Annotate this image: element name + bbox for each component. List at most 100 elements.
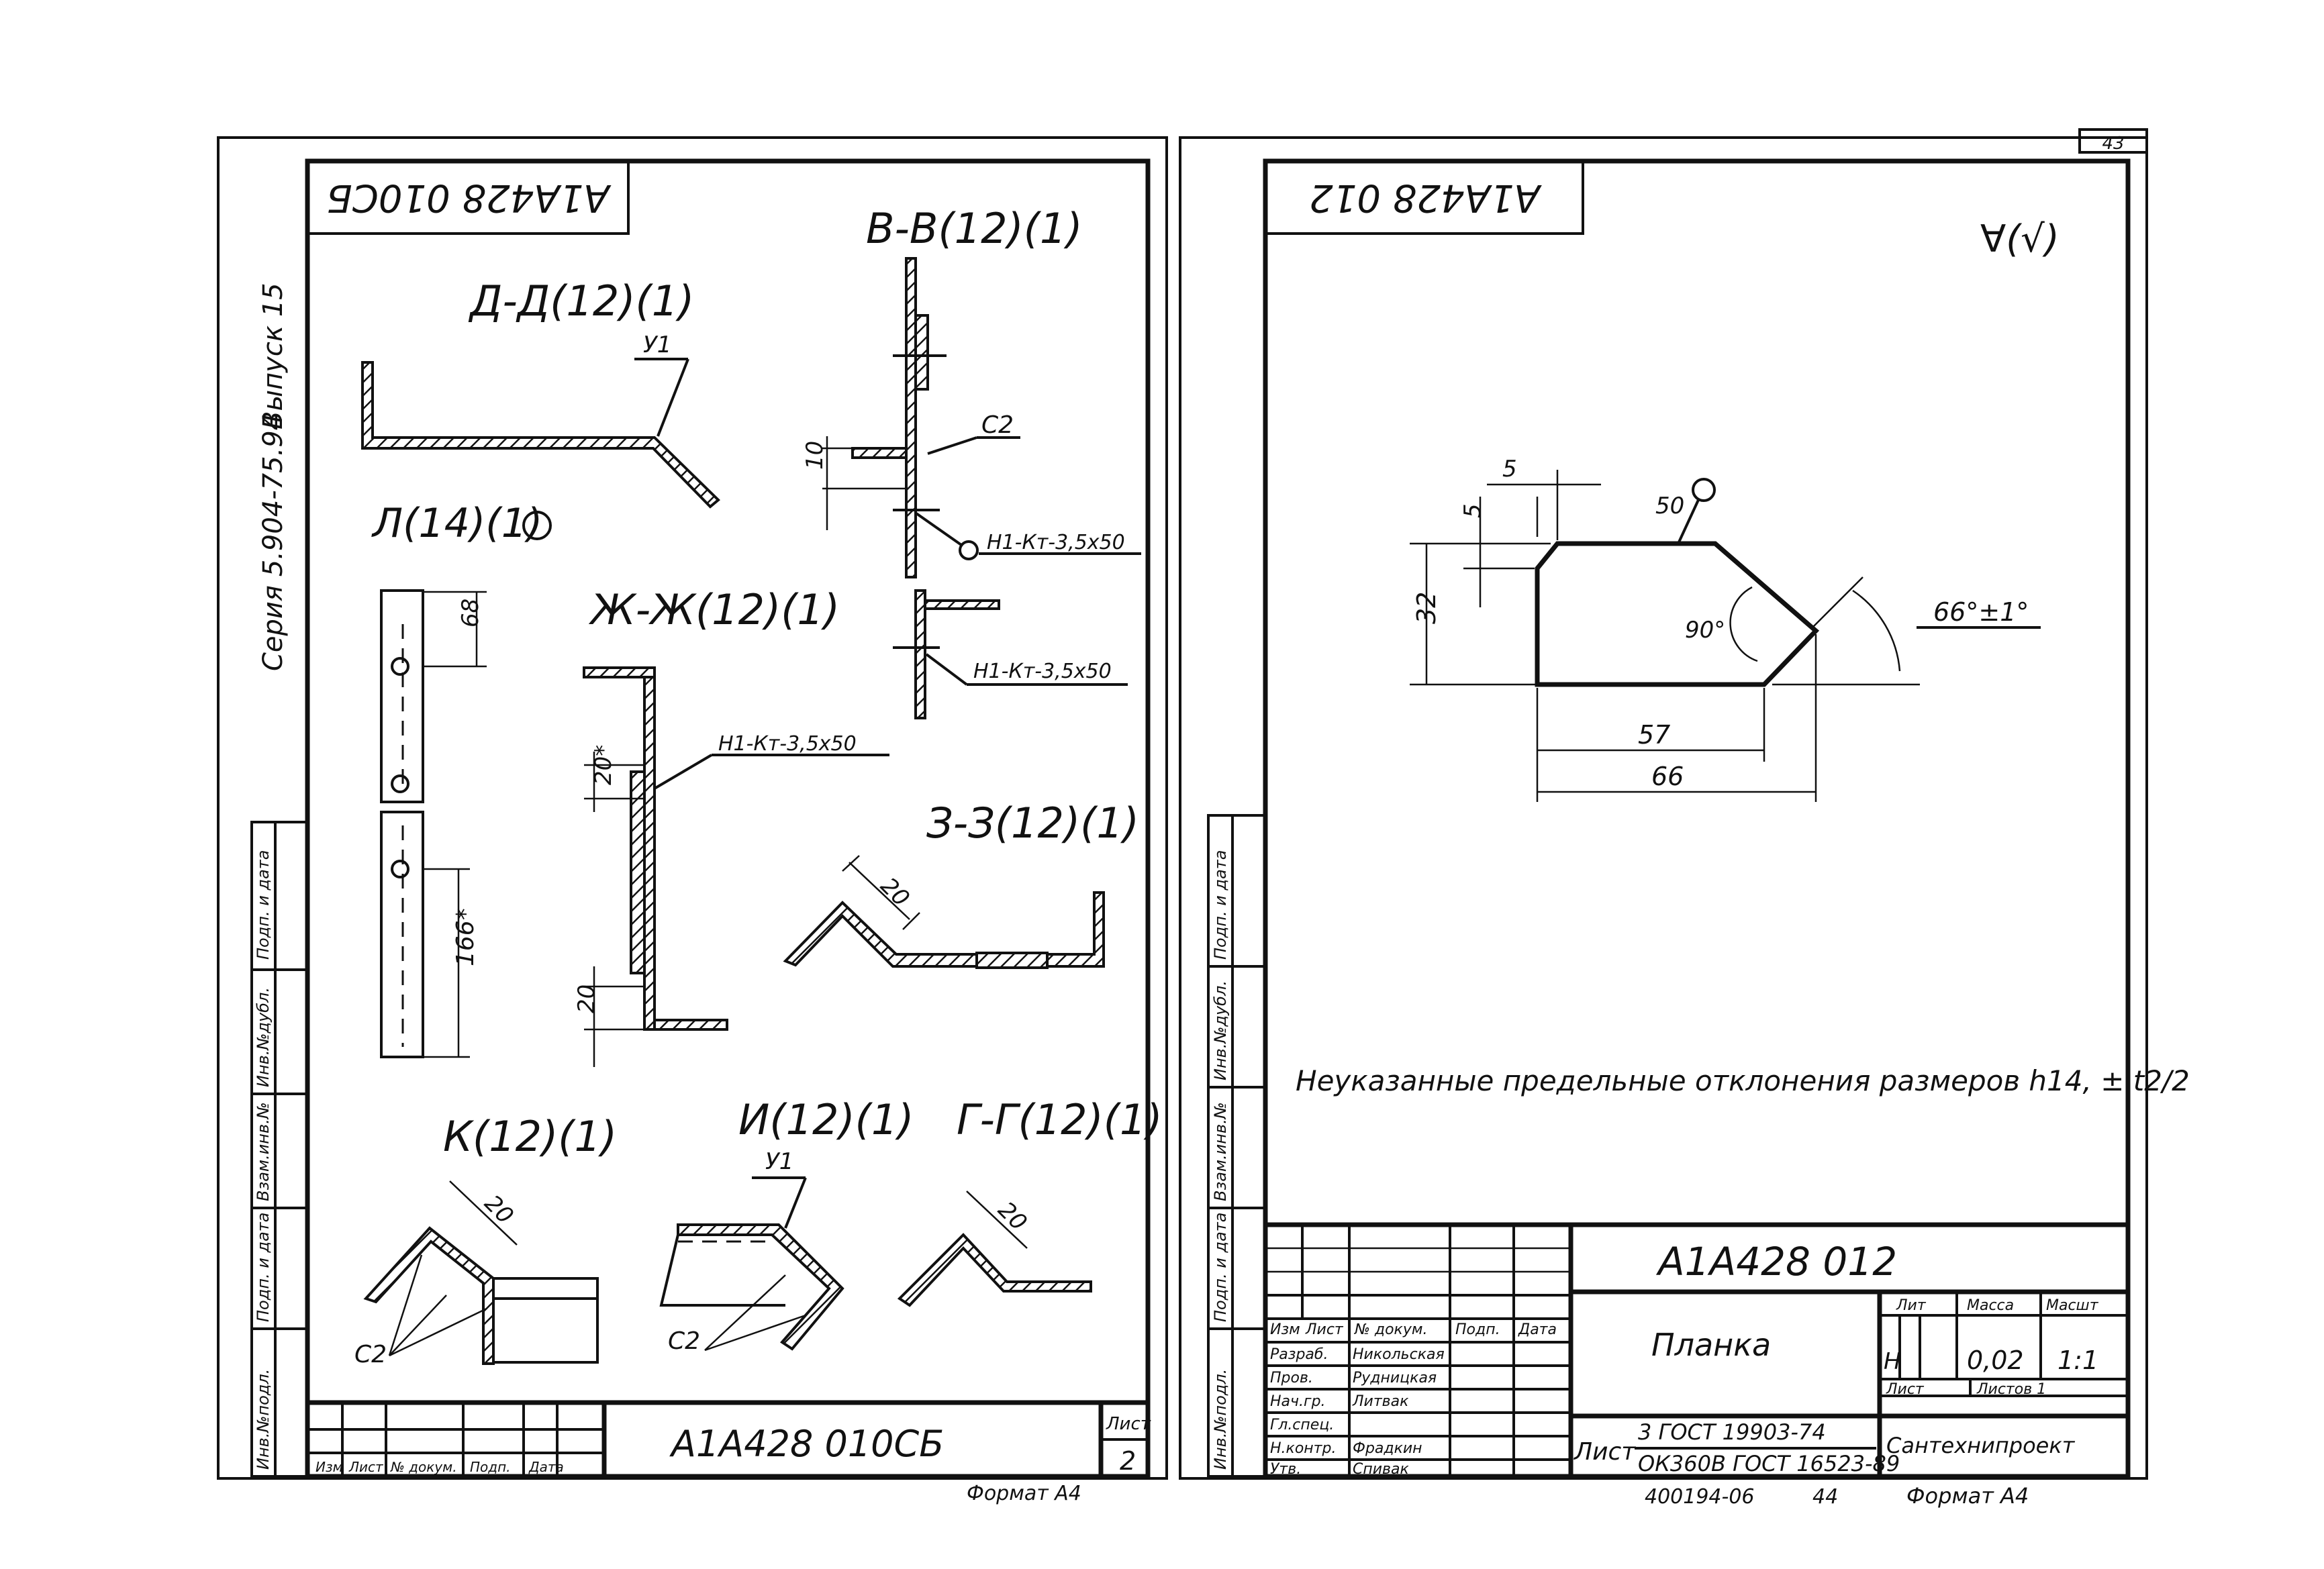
right-col-date: Дата bbox=[1518, 1321, 1557, 1338]
dd-u1-label: У1 bbox=[643, 332, 671, 358]
right-col-list: Лист bbox=[1305, 1321, 1344, 1338]
right-title-block: Изм Лист № докум. Подп. Дата Разраб. Ник… bbox=[1263, 1222, 2131, 1479]
right-designation: А1А428 012 bbox=[1655, 1239, 1897, 1284]
sheet-label: Лист bbox=[1886, 1381, 1925, 1398]
role-3: Нач.гр. bbox=[1270, 1393, 1326, 1410]
part-name: Планка bbox=[1651, 1327, 1771, 1363]
left-col-list: Лист bbox=[348, 1459, 384, 1475]
right-side-strip: Инв.№подл. Подп. и дата Взам.инв.№ Инв.№… bbox=[1207, 814, 1267, 1478]
dim-66deg: 66°±1° bbox=[1933, 597, 2029, 627]
role-6: Утв. bbox=[1270, 1461, 1301, 1478]
right-col-doc: № докум. bbox=[1354, 1321, 1427, 1338]
dim-32: 32 bbox=[1412, 592, 1441, 624]
section-gg: Г-Г(12)(1) 20 bbox=[897, 1095, 1163, 1307]
person-2: Рудницкая bbox=[1353, 1370, 1437, 1386]
organization: Сантехнипроект bbox=[1886, 1433, 2076, 1458]
scale-value: 1:1 bbox=[2057, 1346, 2098, 1375]
person-1: Никольская bbox=[1353, 1346, 1445, 1363]
section-vv-title: В-В(12)(1) bbox=[866, 204, 1083, 253]
sheets-label: Листов 1 bbox=[1976, 1381, 2046, 1398]
dim-20-z: 20 bbox=[875, 872, 915, 912]
dim-20-star: 20* bbox=[590, 745, 617, 785]
strip-label-5: Подп. и дата bbox=[254, 850, 273, 960]
strip-label-1: Инв.№подл. bbox=[254, 1369, 273, 1470]
person-6: Спивак bbox=[1353, 1461, 1409, 1478]
r-strip-label-1: Инв.№подл. bbox=[1211, 1369, 1230, 1470]
series-vertical: Серия 5.904-75.94 bbox=[258, 413, 289, 671]
material-prefix: Лист bbox=[1573, 1438, 1636, 1466]
mass-label: Масса bbox=[1967, 1297, 2014, 1314]
vv-weld-label-b: Н1-Кт-3,5х50 bbox=[973, 660, 1112, 683]
right-stamp-mirrored: А1А428 012 bbox=[1309, 176, 1542, 219]
role-1: Разраб. bbox=[1270, 1346, 1328, 1363]
left-stamp-mirrored: А1А428 010СБ bbox=[326, 176, 611, 219]
view-l: Л(14)(1) 68 166* bbox=[371, 500, 552, 1058]
vv-c2-label: С2 bbox=[981, 411, 1014, 439]
vv-weld-label-a: Н1-Кт-3,5х50 bbox=[987, 531, 1125, 554]
left-col-date: Дата bbox=[528, 1459, 564, 1475]
section-zh: Ж-Ж(12)(1) 20* 20 Н1-Кт-3,5х50 bbox=[573, 585, 889, 1067]
dim-66: 66 bbox=[1651, 762, 1684, 791]
left-designation: А1А428 010СБ bbox=[669, 1423, 944, 1465]
node-i: И(12)(1) У1 С2 bbox=[659, 1095, 914, 1355]
dim-166: 166* bbox=[452, 908, 479, 966]
mass-value: 0,02 bbox=[1967, 1346, 2024, 1375]
scale-label: Масшт bbox=[2046, 1297, 2099, 1314]
dim-5-left: 5 bbox=[1459, 503, 1486, 518]
dim-20-gg: 20 bbox=[993, 1197, 1032, 1236]
left-sheet-label: Лист bbox=[1106, 1414, 1151, 1434]
material-line-1: 3 ГОСТ 19903-74 bbox=[1638, 1419, 1826, 1445]
dim-68: 68 bbox=[457, 599, 484, 627]
dim-20-k: 20 bbox=[479, 1190, 519, 1229]
node-i-title: И(12)(1) bbox=[738, 1095, 914, 1144]
right-format: Формат А4 bbox=[1906, 1483, 2029, 1509]
right-col-sign: Подп. bbox=[1455, 1321, 1500, 1338]
lit-value: Н bbox=[1884, 1348, 1901, 1375]
section-z-title: З-З(12)(1) bbox=[926, 799, 1139, 848]
left-col-izm: Изм bbox=[316, 1459, 343, 1475]
role-5: Н.контр. bbox=[1270, 1440, 1336, 1457]
dim-57: 57 bbox=[1638, 720, 1670, 750]
k-c2-label: С2 bbox=[354, 1341, 387, 1368]
left-side-strip: Инв.№подл. Подп. и дата Взам.инв.№ Инв.№… bbox=[250, 821, 309, 1478]
right-col-izm: Изм bbox=[1270, 1321, 1300, 1338]
zh-weld-label: Н1-Кт-3,5х50 bbox=[718, 732, 857, 756]
node-k: К(12)(1) 20 С2 bbox=[354, 1112, 617, 1368]
planka-part: 5 5 32 50 90° 66°±1° bbox=[1410, 456, 2041, 802]
dim-5-top: 5 bbox=[1502, 456, 1517, 483]
r-strip-label-5: Подп. и дата bbox=[1211, 850, 1230, 960]
left-col-doc: № докум. bbox=[390, 1459, 457, 1475]
right-sheet: А1А428 012 ∀(√) Инв.№подл. Подп. и дата … bbox=[1207, 158, 2190, 1509]
left-format: Формат А4 bbox=[967, 1482, 1081, 1505]
section-vv: В-В(12)(1) 10 С2 Н1-Кт-3,5х50 Н1-Кт-3,5х… bbox=[802, 204, 1141, 719]
role-2: Пров. bbox=[1270, 1370, 1313, 1386]
person-5: Фрадкин bbox=[1353, 1440, 1422, 1457]
strip-label-2: Подп. и дата bbox=[254, 1213, 273, 1323]
person-3: Литвак bbox=[1352, 1393, 1409, 1410]
roughness-symbol: ∀(√) bbox=[1980, 217, 2060, 261]
issue-vertical: Выпуск 15 bbox=[258, 283, 289, 429]
dim-10: 10 bbox=[802, 441, 828, 470]
i-u1-label: У1 bbox=[765, 1148, 793, 1175]
dim-50: 50 bbox=[1655, 493, 1684, 519]
section-z: З-З(12)(1) 20 bbox=[783, 799, 1139, 969]
strip-label-3: Взам.инв.№ bbox=[254, 1102, 273, 1201]
role-4: Гл.спец. bbox=[1270, 1417, 1334, 1433]
tolerance-note: Неуказанные предельные отклонения размер… bbox=[1296, 1064, 2190, 1097]
section-dd-title: Д-Д(12)(1) bbox=[468, 276, 694, 325]
left-sheet: А1А428 010СБ Серия 5.904-75.94 Выпуск 15… bbox=[250, 158, 1163, 1505]
node-k-title: К(12)(1) bbox=[443, 1112, 617, 1161]
left-col-sign: Подп. bbox=[470, 1459, 511, 1475]
section-dd: Д-Д(12)(1) У1 bbox=[361, 276, 720, 509]
r-strip-label-2: Подп. и дата bbox=[1211, 1213, 1230, 1323]
section-zh-title: Ж-Ж(12)(1) bbox=[588, 585, 840, 634]
left-title-block: Изм Лист № докум. Подп. Дата А1А428 010С… bbox=[305, 1400, 1151, 1479]
r-strip-label-3: Взам.инв.№ bbox=[1211, 1102, 1230, 1201]
dim-90deg: 90° bbox=[1685, 617, 1725, 644]
section-gg-title: Г-Г(12)(1) bbox=[957, 1095, 1163, 1144]
bottom-page: 44 bbox=[1812, 1485, 1838, 1509]
strip-label-4: Инв.№дубл. bbox=[254, 987, 273, 1087]
material-line-2: ОК360В ГОСТ 16523-89 bbox=[1638, 1451, 1900, 1476]
lit-label: Лит bbox=[1896, 1297, 1927, 1314]
